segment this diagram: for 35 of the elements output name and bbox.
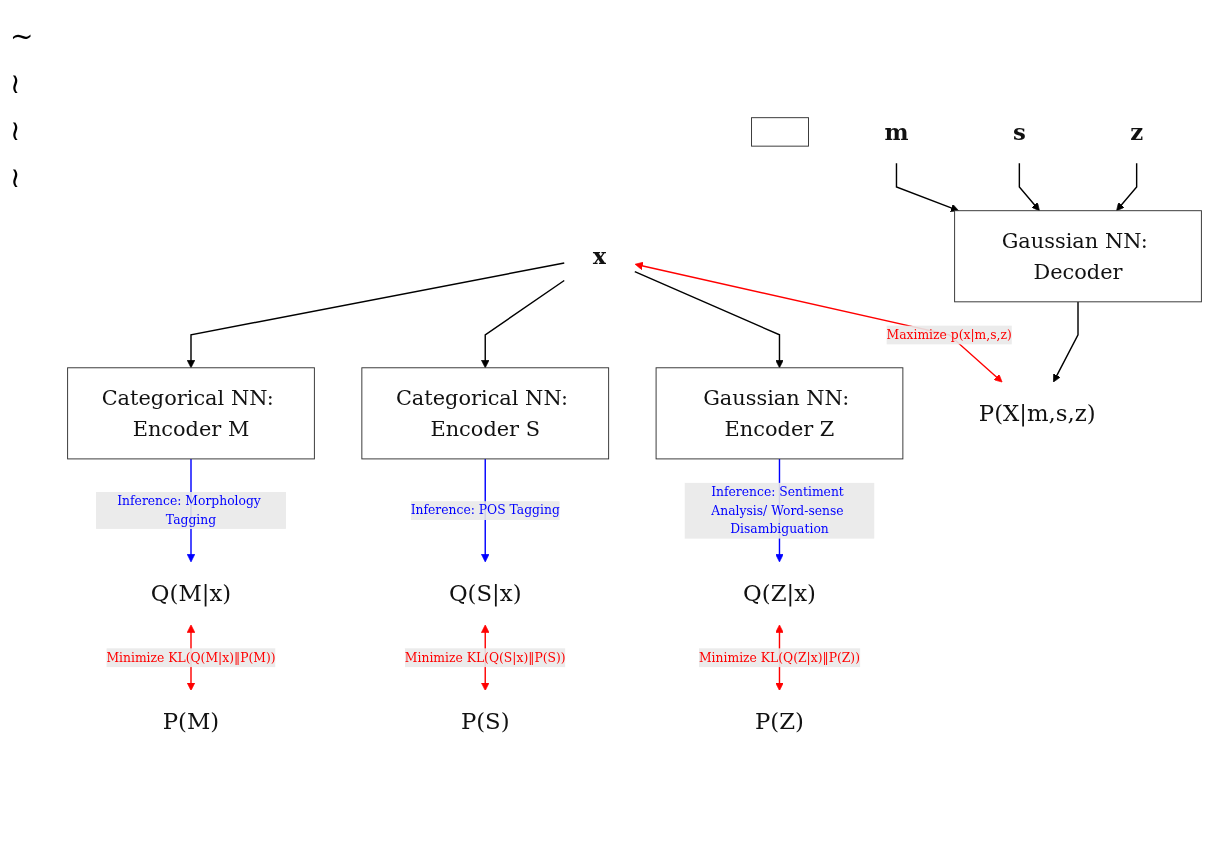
arrow (1018, 162, 1040, 211)
node-text: s (1012, 117, 1026, 145)
node-box: Categorical NN: Encoder M (67, 366, 315, 459)
arrow (1053, 300, 1079, 382)
sampling-symbol: ≀ (10, 114, 22, 147)
node-text: m (884, 117, 909, 145)
node-text: x (592, 241, 607, 270)
node-text: Q(Z|x) (743, 579, 816, 607)
node-box (751, 116, 809, 147)
node-text: Q(S|x) (448, 579, 522, 607)
sampling-symbol: ≀ (10, 161, 22, 194)
node-text: Q(M|x) (150, 579, 232, 607)
node-box: Gaussian NN: Encoder Z (655, 366, 904, 459)
arrow (1116, 162, 1138, 211)
edge-label: Minimize KL(Q(S|x)‖P(S)) (404, 649, 566, 665)
edge-label: Maximize p(x|m,s,z) (886, 327, 1012, 342)
node-box: Categorical NN: Encoder S (361, 366, 610, 459)
edge-label: Inference: Sentiment Analysis/ Word-sense Disambiguation (711, 484, 844, 536)
arrow (481, 279, 565, 368)
sampling-symbol: ~ (10, 20, 35, 53)
arrow (634, 270, 784, 368)
arrow (186, 261, 565, 368)
node-box: Gaussian NN: Decoder (954, 209, 1202, 302)
arrow (895, 162, 959, 212)
sampling-symbol: ≀ (10, 67, 22, 100)
edge-label: Minimize KL(Q(Z|x)‖P(Z)) (698, 649, 860, 665)
edge-label: Minimize KL(Q(M|x)‖P(M)) (106, 649, 276, 665)
edge-label: Inference: Morphology Tagging (117, 493, 261, 527)
node-text: P(X|m,s,z) (978, 399, 1096, 427)
node-text: z (1130, 117, 1144, 145)
node-text: P(Z) (755, 708, 804, 735)
arrow (634, 261, 1003, 382)
node-text: P(S) (460, 708, 510, 735)
node-text: P(M) (162, 708, 220, 735)
edge-label: Inference: POS Tagging (410, 502, 560, 517)
